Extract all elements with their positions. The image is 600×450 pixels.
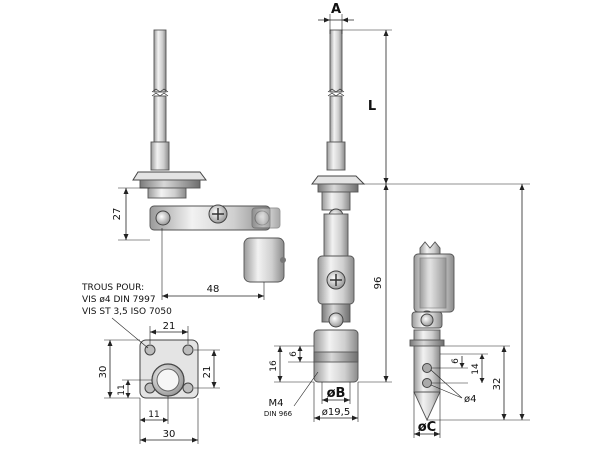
plate-dim-21-right: 21 [194, 349, 220, 389]
side-flange [132, 171, 207, 181]
right-dim-32-label: 32 [492, 378, 503, 391]
front-flange [311, 175, 366, 185]
plate-dim-30-bottom-label: 30 [163, 429, 176, 440]
side-pin-left [155, 210, 171, 226]
front-dim-dB-label: øB [327, 386, 346, 401]
side-shaft-upper [153, 29, 167, 93]
right-dim-113-5 [427, 184, 530, 421]
plate-hole-tr [182, 344, 194, 356]
right-dim-dC-label: øC [418, 420, 436, 435]
front-shaft-lower [329, 95, 343, 143]
side-view: 27 48 [112, 29, 286, 300]
right-top-break [419, 241, 441, 255]
plate-view: TROUS POUR: VIS ø4 DIN 7997 VIS ST 3,5 I… [81, 283, 220, 444]
side-dim-27: 27 [112, 187, 150, 241]
side-shaft-lower [153, 95, 167, 143]
plate-dim-11-left-label: 11 [117, 384, 127, 395]
holes-note-title: TROUS POUR: [81, 283, 144, 293]
front-dim-16-label: 16 [269, 360, 279, 372]
holes-note-line2: VIS ST 3,5 ISO 7050 [82, 307, 172, 317]
front-dim-A: A [318, 2, 354, 34]
right-hole-lower [422, 378, 432, 388]
plate-dim-11-left: 11 [117, 379, 152, 398]
front-dim-16-6: 16 6 [269, 345, 314, 383]
plate-dim-30-left-label: 30 [98, 366, 109, 379]
side-dim-27-label: 27 [112, 208, 123, 221]
side-sleeve [243, 237, 285, 283]
right-hole-upper [422, 363, 432, 373]
side-shaft-break [151, 88, 169, 93]
plate-dim-21-top-label: 21 [163, 321, 176, 332]
front-dim-A-label: A [331, 2, 341, 17]
front-dim-96-label: 96 [373, 277, 384, 290]
plate-dim-30-left: 30 [98, 339, 140, 399]
front-dim-diameters: øB ø19,5 [313, 382, 359, 422]
right-dim-d4: ø4 [430, 369, 476, 405]
front-dim-96: 96 [358, 184, 392, 383]
front-dim-L-label: L [368, 99, 376, 114]
right-dim-14: 14 [440, 353, 488, 383]
right-tip [413, 391, 441, 422]
side-dim-48: 48 [161, 228, 265, 300]
front-screw-callout: M4 DIN 966 [264, 371, 319, 418]
front-din966-label: DIN 966 [264, 410, 293, 418]
right-dim-d4-label: ø4 [464, 394, 476, 405]
plate-dim-30-bottom: 30 [139, 398, 199, 444]
right-dim-32: 32 [444, 345, 510, 420]
right-view: 6 14 32 ø4 [409, 184, 530, 438]
front-body-upper [323, 213, 349, 257]
right-dim-6-label: 6 [451, 358, 461, 364]
side-collar [150, 141, 170, 171]
plate-dim-21-top: 21 [149, 321, 189, 344]
plate-dim-11-bottom-label: 11 [148, 410, 159, 420]
front-m4-label: M4 [269, 398, 284, 409]
plate-dim-11-bottom: 11 [139, 396, 169, 424]
side-dim-48-label: 48 [207, 284, 220, 295]
front-view: A L 96 16 [264, 2, 530, 422]
front-collar [326, 141, 346, 171]
right-dim-14-label: 14 [471, 363, 481, 375]
front-shaft-upper [329, 29, 343, 93]
plate-hole-br [182, 382, 194, 394]
right-dim-6: 6 [432, 356, 468, 384]
plate-dim-21-right-label: 21 [202, 366, 213, 379]
front-dim-6-label: 6 [289, 351, 299, 357]
front-dim-L: L [342, 29, 530, 185]
holes-note-line1: VIS ø4 DIN 7997 [82, 295, 156, 305]
right-dim-dC: øC [413, 392, 441, 438]
front-dim-d19-5-label: ø19,5 [322, 407, 350, 418]
